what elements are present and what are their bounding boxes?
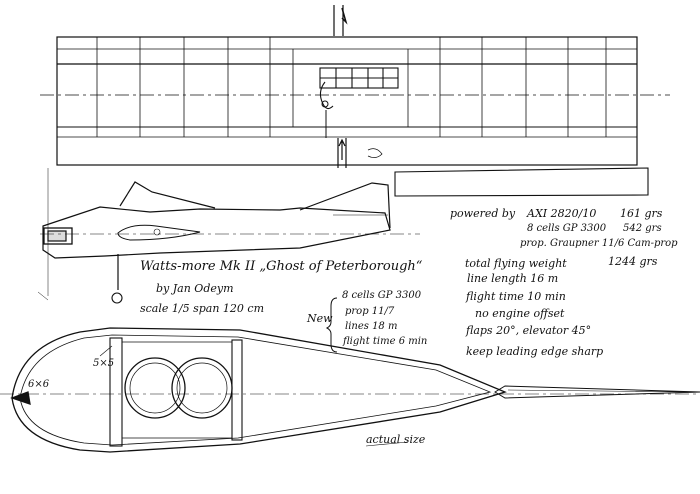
flap-section xyxy=(394,167,649,197)
motor-weight: 161 grs xyxy=(620,207,663,220)
cells-spec: 8 cells GP 3300 xyxy=(527,223,607,234)
cells-weight: 542 grs xyxy=(623,223,662,234)
section-arrow xyxy=(333,5,383,168)
total-weight-label: total flying weight xyxy=(465,257,567,270)
wing-plan xyxy=(40,5,670,168)
new-label: New xyxy=(307,312,333,325)
new-bracket xyxy=(325,297,338,353)
prop-spec: prop. Graupner 11/6 Cam-prop xyxy=(520,238,678,249)
dim-6x6: 6×6 xyxy=(28,379,50,390)
flight-time: flight time 10 min xyxy=(466,290,566,303)
plan-title: Watts-more Mk II „Ghost of Peterborough“ xyxy=(140,259,423,274)
bellcrank xyxy=(319,81,334,138)
keep-sharp-note: keep leading edge sharp xyxy=(466,345,604,358)
new-cells: 8 cells GP 3300 xyxy=(342,290,422,301)
fuselage-side-view xyxy=(37,168,420,304)
motor-name: AXI 2820/10 xyxy=(527,207,597,220)
new-flight-time: flight time 6 min xyxy=(343,336,428,347)
flaps-elevator: flaps 20°, elevator 45° xyxy=(466,324,592,337)
actual-size-label: actual size xyxy=(366,433,426,446)
new-lines: lines 18 m xyxy=(345,321,398,332)
line-length: line length 16 m xyxy=(467,272,559,285)
plan-scale: scale 1/5 span 120 cm xyxy=(140,302,264,315)
dim-5x5: 5×5 xyxy=(93,358,115,369)
power-label: powered by xyxy=(450,207,516,220)
wing-section-actual xyxy=(0,327,700,453)
new-prop: prop 11/7 xyxy=(345,306,395,317)
total-weight-value: 1244 grs xyxy=(608,255,658,268)
battery-box-grid xyxy=(319,67,399,89)
engine-offset: no engine offset xyxy=(475,307,565,320)
plan-author: by Jan Odeym xyxy=(156,282,234,295)
